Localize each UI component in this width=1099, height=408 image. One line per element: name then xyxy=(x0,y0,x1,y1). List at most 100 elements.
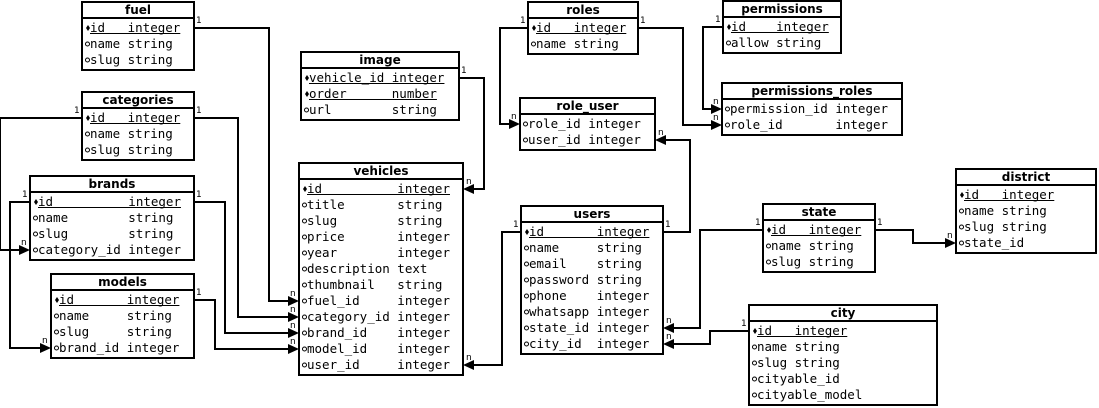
field-type: string xyxy=(795,355,840,370)
cardinality-to: n xyxy=(466,177,472,187)
field-type: integer xyxy=(835,117,888,132)
field-name: id xyxy=(731,19,746,34)
field-type: integer xyxy=(588,116,641,131)
entity-title: users xyxy=(574,207,611,221)
entity-box xyxy=(527,1,639,55)
field-name: slug xyxy=(964,219,994,234)
field-type: string xyxy=(809,254,854,269)
relation-line xyxy=(674,229,763,329)
field-marker-icon xyxy=(85,57,90,63)
field-type: integer xyxy=(795,323,848,338)
field-name: name xyxy=(771,238,801,253)
primary-key-icon xyxy=(303,186,307,192)
field-name: id xyxy=(38,194,53,209)
primary-key-icon xyxy=(34,199,38,205)
entity-box xyxy=(955,168,1097,254)
field-name: cityable_model xyxy=(757,387,862,402)
entity-box xyxy=(81,1,195,71)
entity-box xyxy=(81,91,195,161)
field-type: string xyxy=(597,256,642,271)
cardinality-to: n xyxy=(666,316,672,326)
relation-line xyxy=(194,299,288,350)
field-name: user_id xyxy=(528,132,581,147)
field-type: number xyxy=(392,86,438,101)
primary-key-icon xyxy=(86,25,90,31)
field-name: allow xyxy=(731,35,769,50)
relation-line xyxy=(663,139,691,233)
arrow-head-icon xyxy=(509,119,520,129)
primary-key-icon xyxy=(525,229,529,235)
relation-line xyxy=(499,27,528,125)
relation-line xyxy=(459,77,485,190)
field-name: whatsapp xyxy=(529,304,589,319)
field-row: whatsapp integer xyxy=(524,304,650,319)
entity-box xyxy=(519,97,656,151)
field-name: slug xyxy=(771,254,801,269)
field-type: integer xyxy=(397,293,450,308)
relation-line xyxy=(194,117,288,318)
field-name: name xyxy=(536,36,566,51)
cardinality-from: 1 xyxy=(196,106,202,116)
field-type: string xyxy=(128,210,173,225)
field-name: role_id xyxy=(730,117,783,132)
field-marker-icon xyxy=(302,234,307,240)
cardinality-from: 1 xyxy=(755,218,761,228)
field-name: id xyxy=(529,224,544,239)
field-marker-icon xyxy=(302,250,307,256)
relation-line xyxy=(638,27,711,126)
field-name: vehicle_id xyxy=(309,70,384,85)
entity-title: brands xyxy=(89,177,136,191)
field-name: category_id xyxy=(307,309,390,324)
entity-title: permissions xyxy=(741,2,823,16)
field-type: integer xyxy=(835,101,888,116)
field-type: integer xyxy=(597,304,650,319)
field-marker-icon xyxy=(959,208,964,214)
arrow-head-icon xyxy=(711,104,722,114)
relation-line xyxy=(194,27,288,302)
entity-title: vehicles xyxy=(353,164,408,178)
entity-title: state xyxy=(802,205,837,219)
entity-title: district xyxy=(1002,170,1051,184)
field-type: string xyxy=(128,226,173,241)
field-marker-icon xyxy=(304,107,309,113)
field-row: cityable_id xyxy=(752,371,840,386)
entity-title: models xyxy=(98,275,147,289)
cardinality-from: 1 xyxy=(196,16,202,26)
relation-line xyxy=(674,330,749,345)
cardinality-from: 1 xyxy=(640,16,646,26)
field-marker-icon xyxy=(959,240,964,246)
relation-permissions-permissions_roles: 1n xyxy=(702,15,723,114)
field-name: category_id xyxy=(38,242,121,257)
cardinality-from: 1 xyxy=(513,220,519,230)
relation-users-role_user: 1n xyxy=(655,128,691,233)
relation-roles-permissions_roles: 1n xyxy=(638,16,722,130)
field-name: url xyxy=(309,102,332,117)
field-name: thumbnail xyxy=(307,277,375,292)
field-type: integer xyxy=(392,70,445,85)
